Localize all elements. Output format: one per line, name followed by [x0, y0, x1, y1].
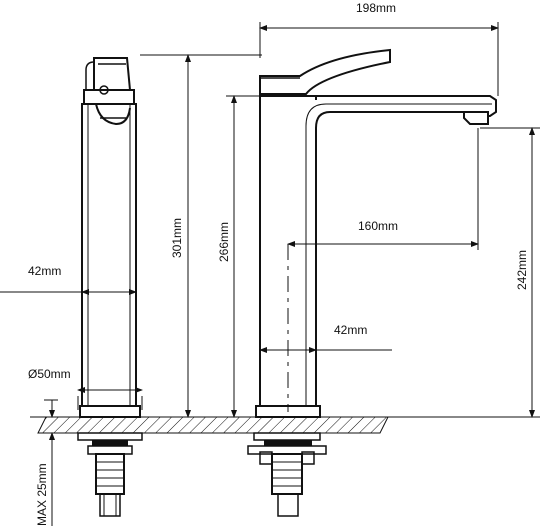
dim-width-top: 198mm	[259, 1, 499, 96]
dim-body-side: 42mm	[0, 264, 137, 295]
label-width-top: 198mm	[356, 1, 396, 15]
label-height-outlet: 242mm	[515, 250, 529, 290]
label-height-spout: 266mm	[217, 222, 231, 262]
dim-height-outlet: 242mm	[480, 127, 540, 418]
dim-base-diameter: Ø50mm	[28, 367, 143, 410]
front-view-faucet	[247, 48, 497, 517]
label-max-counter: MAX 25mm	[35, 463, 49, 526]
side-view-faucet	[77, 57, 143, 517]
front-fixing	[247, 432, 327, 517]
label-reach: 160mm	[358, 219, 398, 233]
dim-max-counter: MAX 25mm	[35, 399, 58, 526]
label-height-total: 301mm	[170, 218, 184, 258]
label-base-diameter: Ø50mm	[28, 367, 71, 381]
label-body-front: 42mm	[334, 323, 367, 337]
dim-body-front: 42mm	[259, 323, 392, 353]
side-fixing	[77, 432, 143, 517]
dim-height-spout: 266mm	[217, 95, 262, 418]
dim-reach: 160mm	[287, 128, 479, 412]
dim-height-total: 301mm	[140, 54, 262, 418]
countertop	[30, 416, 540, 434]
label-body-side: 42mm	[28, 264, 61, 278]
